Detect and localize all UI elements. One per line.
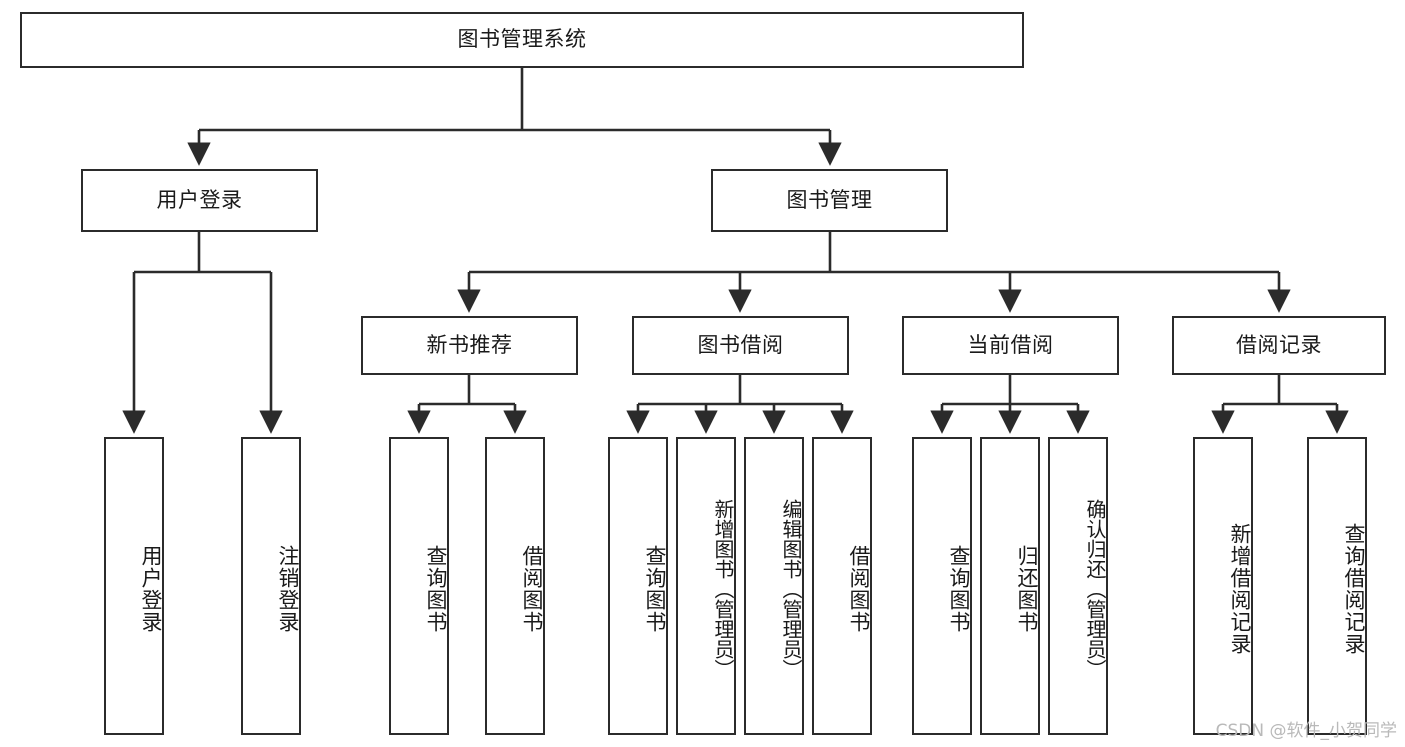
leaf-new-book-query-book[interactable]: 查询图书 (389, 437, 449, 735)
csdn-watermark: CSDN @软件_小贺同学 (1215, 721, 1397, 741)
leaf-current-borrow-confirm-return-admin[interactable]: 确认归还（管理员） (1048, 437, 1108, 735)
leaf-book-borrow-query-book[interactable]: 查询图书 (608, 437, 668, 735)
leaf-user-login-logout[interactable]: 注销登录 (241, 437, 301, 735)
leaf-new-book-borrow-book[interactable]: 借阅图书 (485, 437, 545, 735)
node-root-book-management-system[interactable]: 图书管理系统 (20, 12, 1024, 68)
leaf-book-borrow-add-book-admin[interactable]: 新增图书（管理员） (676, 437, 736, 735)
node-new-book-recommendation[interactable]: 新书推荐 (361, 316, 578, 375)
leaf-book-borrow-borrow-book[interactable]: 借阅图书 (812, 437, 872, 735)
node-borrowing-record[interactable]: 借阅记录 (1172, 316, 1386, 375)
node-book-borrowing[interactable]: 图书借阅 (632, 316, 849, 375)
node-user-login[interactable]: 用户登录 (81, 169, 318, 232)
node-current-borrowing[interactable]: 当前借阅 (902, 316, 1119, 375)
leaf-current-borrow-query-book[interactable]: 查询图书 (912, 437, 972, 735)
leaf-borrow-record-query-record[interactable]: 查询借阅记录 (1307, 437, 1367, 735)
leaf-borrow-record-add-record[interactable]: 新增借阅记录 (1193, 437, 1253, 735)
node-book-management[interactable]: 图书管理 (711, 169, 948, 232)
leaf-current-borrow-return-book[interactable]: 归还图书 (980, 437, 1040, 735)
leaf-user-login-login[interactable]: 用户登录 (104, 437, 164, 735)
leaf-book-borrow-edit-book-admin[interactable]: 编辑图书（管理员） (744, 437, 804, 735)
